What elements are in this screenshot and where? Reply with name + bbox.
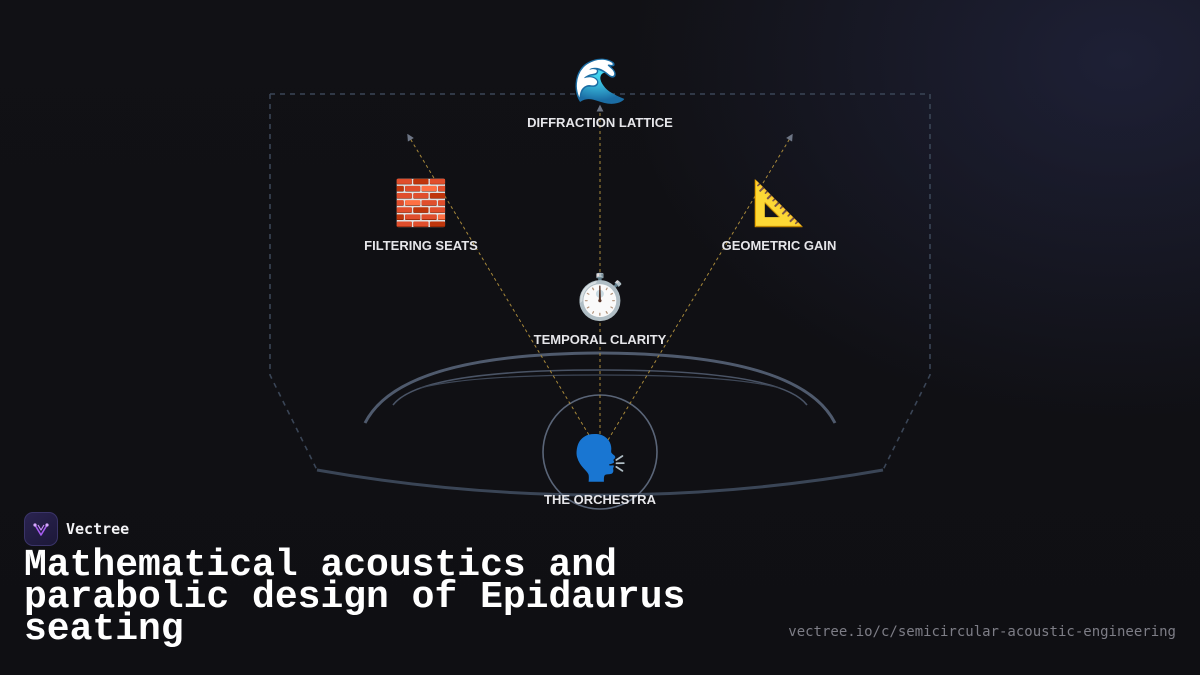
geometric-gain-label: GEOMETRIC GAIN	[722, 238, 837, 253]
ray-right	[607, 133, 793, 441]
ray-left	[407, 133, 593, 441]
filtering-seats-label: FILTERING SEATS	[364, 238, 478, 253]
brand-name: Vectree	[66, 520, 130, 538]
diffraction-lattice-label: DIFFRACTION LATTICE	[527, 115, 673, 130]
stage-front-curve	[316, 468, 884, 497]
node-geometric-gain: 📐 GEOMETRIC GAIN	[722, 178, 837, 253]
source-url[interactable]: vectree.io/c/semicircular-acoustic-engin…	[788, 624, 1176, 640]
node-the-orchestra: 🗣️ THE ORCHESTRA	[544, 433, 657, 507]
node-temporal-clarity: ⏱️ TEMPORAL CLARITY	[534, 272, 667, 347]
speaking-head-icon: 🗣️	[573, 433, 628, 484]
node-diffraction-lattice: 🌊 DIFFRACTION LATTICE	[527, 56, 673, 130]
wave-icon: 🌊	[573, 56, 628, 107]
the-orchestra-label: THE ORCHESTRA	[544, 492, 657, 507]
theater-boundary	[269, 93, 931, 471]
triangular-ruler-icon: 📐	[752, 178, 807, 229]
node-filtering-seats: 🧱 FILTERING SEATS	[364, 178, 478, 253]
vectree-logo-icon	[24, 512, 58, 546]
seating-arc-outer	[363, 351, 837, 424]
brick-icon: 🧱	[394, 178, 449, 229]
temporal-clarity-label: TEMPORAL CLARITY	[534, 332, 667, 347]
page-title: Mathematical acoustics and parabolic des…	[24, 544, 686, 651]
stopwatch-icon: ⏱️	[573, 272, 628, 323]
brand: Vectree	[24, 512, 129, 546]
seating-arc-detail	[419, 374, 781, 389]
